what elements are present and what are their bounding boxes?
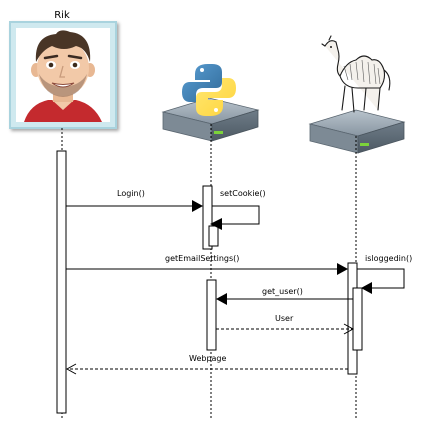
perl-server-icon [308, 35, 406, 154]
activation-python-2 [206, 279, 217, 351]
label-user: User [275, 314, 294, 323]
message-user-return [216, 323, 355, 335]
message-login [66, 200, 203, 212]
message-get-email-settings [66, 263, 348, 275]
participant-name-rik: Rik [54, 10, 70, 21]
label-setcookie: setCookie() [220, 189, 266, 198]
activation-rik [56, 150, 67, 414]
message-isloggedin [357, 268, 405, 294]
message-webpage-return [65, 363, 348, 375]
label-get-email-settings: getEmailSettings() [165, 254, 239, 263]
label-login: Login() [117, 189, 145, 198]
message-setcookie [210, 205, 260, 230]
activation-perl-isloggedin [352, 287, 363, 351]
python-server-icon [161, 64, 260, 142]
activation-python-1 [202, 185, 213, 250]
label-webpage: Webpage [189, 354, 227, 363]
label-isloggedin: isloggedin() [365, 254, 412, 263]
label-get-user: get_user() [262, 287, 303, 296]
message-get-user [216, 293, 353, 305]
avatar-icon [9, 21, 117, 129]
activation-python-setcookie [208, 225, 219, 247]
